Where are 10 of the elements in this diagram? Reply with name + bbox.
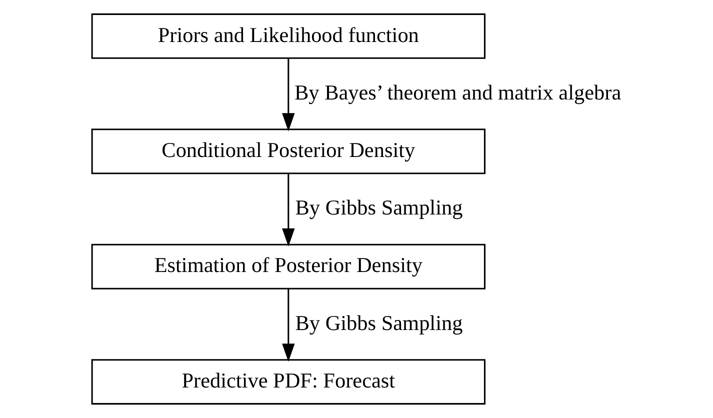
- edge-label: By Gibbs Sampling: [294, 310, 462, 335]
- arrow: [282, 288, 294, 362]
- arrow: [282, 58, 294, 132]
- node-box: Estimation of Posterior Density: [90, 244, 485, 290]
- edge-label: By Bayes’ theorem and matrix algebra: [294, 80, 621, 104]
- node-box: Priors and Likelihood function: [90, 13, 485, 59]
- node-box: Conditional Posterior Density: [90, 128, 485, 174]
- arrow: [282, 173, 294, 247]
- edge-label: By Gibbs Sampling: [294, 196, 462, 220]
- node-box: Predictive PDF: Forecast: [90, 359, 485, 405]
